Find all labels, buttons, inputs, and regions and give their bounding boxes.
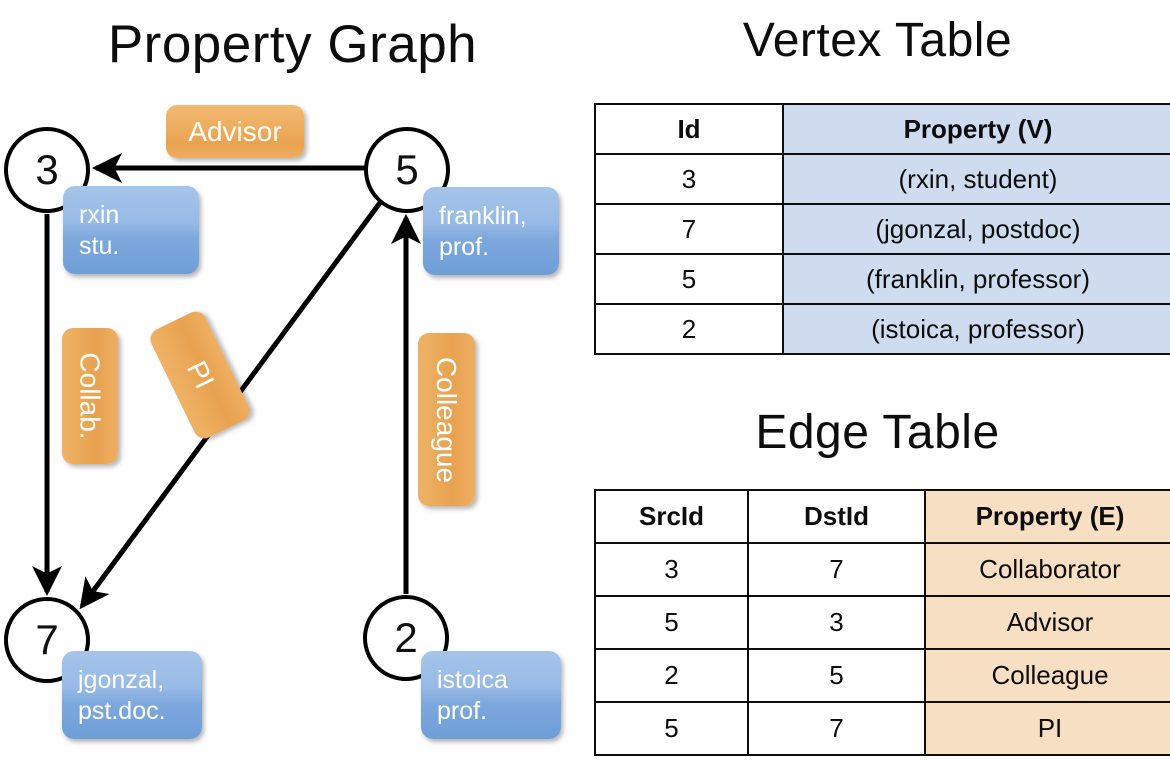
page-title-edge-table: Edge Table bbox=[755, 406, 1000, 459]
table-row: 5 7 PI bbox=[594, 701, 1170, 756]
edge-row-0-property: Collaborator bbox=[924, 542, 1170, 597]
graph-node-5-label: 5 bbox=[395, 146, 419, 193]
table-row: 2 (istoica, professor) bbox=[594, 303, 1170, 355]
vertex-row-0-id: 3 bbox=[594, 153, 784, 205]
vertex-property-callout-5-line1: franklin, bbox=[439, 202, 527, 230]
edge-table-header-property: Property (E) bbox=[924, 489, 1170, 544]
edge-row-2-dst: 5 bbox=[747, 648, 926, 703]
edge-label-advisor-text: Advisor bbox=[188, 115, 282, 147]
edge-label-collab-text: Collab. bbox=[75, 352, 107, 440]
page-title-vertex-table: Vertex Table bbox=[742, 14, 1013, 67]
edge-row-3-dst: 7 bbox=[747, 701, 926, 756]
edge-label-pi-text: PI bbox=[180, 356, 221, 394]
edge-row-1-src: 5 bbox=[594, 595, 749, 650]
edge-row-0-dst: 7 bbox=[747, 542, 926, 597]
table-row: 7 (jgonzal, postdoc) bbox=[594, 203, 1170, 255]
edge-row-1-dst: 3 bbox=[747, 595, 926, 650]
table-row: 2 5 Colleague bbox=[594, 648, 1170, 703]
vertex-property-callout-2-line1: istoica bbox=[437, 666, 508, 694]
vertex-row-3-property: (istoica, professor) bbox=[782, 303, 1170, 355]
vertex-property-callout-3-line1: rxin bbox=[79, 201, 120, 229]
edge-label-advisor: Advisor bbox=[166, 105, 304, 158]
vertex-row-2-id: 5 bbox=[594, 253, 784, 305]
vertex-property-callout-7: jgonzal, pst.doc. bbox=[62, 651, 202, 739]
graph-node-3-label: 3 bbox=[35, 146, 59, 193]
vertex-table-header-row: Id Property (V) bbox=[594, 103, 1170, 155]
vertex-property-callout-7-line2: pst.doc. bbox=[78, 697, 166, 725]
table-row: 5 (franklin, professor) bbox=[594, 253, 1170, 305]
edge-table-header-dstid: DstId bbox=[747, 489, 926, 544]
vertex-table-header-property: Property (V) bbox=[782, 103, 1170, 155]
edge-table-header-row: SrcId DstId Property (E) bbox=[594, 489, 1170, 544]
vertex-property-callout-5: franklin, prof. bbox=[423, 187, 559, 275]
vertex-table: Id Property (V) 3 (rxin, student) 7 (jgo… bbox=[594, 103, 1170, 355]
graph-node-2[interactable]: 2 bbox=[363, 595, 449, 681]
edge-row-0-src: 3 bbox=[594, 542, 749, 597]
table-row: 3 (rxin, student) bbox=[594, 153, 1170, 205]
vertex-property-callout-5-line2: prof. bbox=[439, 233, 490, 261]
graph-node-5[interactable]: 5 bbox=[364, 127, 450, 213]
vertex-row-0-property: (rxin, student) bbox=[782, 153, 1170, 205]
edge-table: SrcId DstId Property (E) 3 7 Collaborato… bbox=[594, 489, 1170, 756]
table-row: 5 3 Advisor bbox=[594, 595, 1170, 650]
graph-node-7-label: 7 bbox=[35, 616, 59, 663]
page-title-property-graph: Property Graph bbox=[107, 15, 478, 74]
edge-label-colleague: Colleague bbox=[418, 333, 475, 506]
vertex-row-1-id: 7 bbox=[594, 203, 784, 255]
vertex-table-header-id: Id bbox=[594, 103, 784, 155]
property-graph-panel: Property Graph 3 5 7 2 rxin stu. frankli… bbox=[4, 15, 561, 739]
vertex-property-callout-2: istoica prof. bbox=[421, 651, 561, 739]
vertex-property-callout-2-line2: prof. bbox=[437, 697, 488, 725]
edge-row-2-src: 2 bbox=[594, 648, 749, 703]
edge-table-header-srcid: SrcId bbox=[594, 489, 749, 544]
edge-row-3-property: PI bbox=[924, 701, 1170, 756]
vertex-property-callout-3-line2: stu. bbox=[79, 232, 120, 260]
vertex-property-callout-7-line1: jgonzal, bbox=[78, 666, 165, 694]
table-row: 3 7 Collaborator bbox=[594, 542, 1170, 597]
vertex-property-callout-3: rxin stu. bbox=[63, 186, 199, 274]
edge-row-2-property: Colleague bbox=[924, 648, 1170, 703]
edge-row-3-src: 5 bbox=[594, 701, 749, 756]
vertex-row-2-property: (franklin, professor) bbox=[782, 253, 1170, 305]
edge-label-colleague-text: Colleague bbox=[431, 356, 463, 483]
graph-node-2-label: 2 bbox=[394, 614, 418, 661]
edge-label-collab: Collab. bbox=[62, 328, 118, 464]
edge-row-1-property: Advisor bbox=[924, 595, 1170, 650]
vertex-row-1-property: (jgonzal, postdoc) bbox=[782, 203, 1170, 255]
vertex-row-3-id: 2 bbox=[594, 303, 784, 355]
